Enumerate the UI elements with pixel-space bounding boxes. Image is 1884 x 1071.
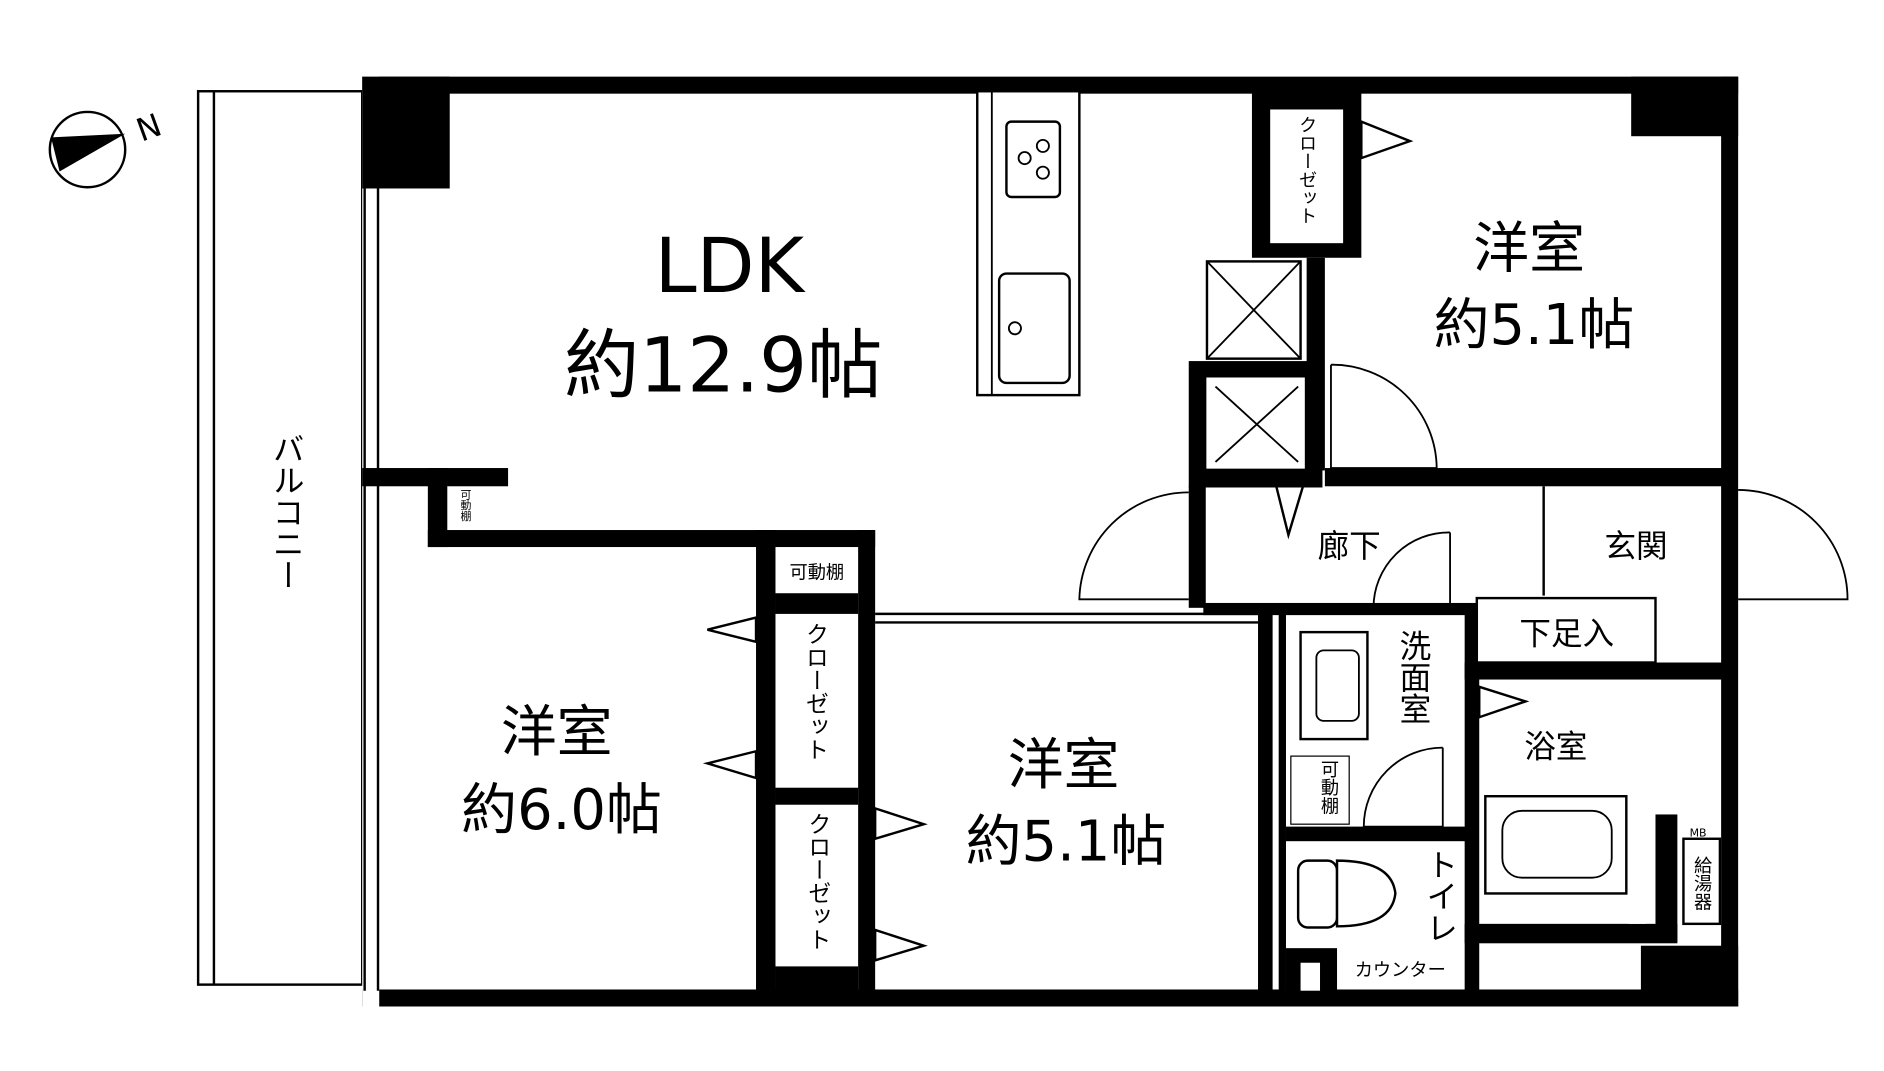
movable-shelf <box>1290 755 1350 825</box>
closet-label-2: クローゼット <box>804 812 831 951</box>
hallway-label: 廊下 <box>1318 529 1381 565</box>
ldk-size: 約12.9帖 <box>564 321 883 409</box>
movable-shelf-label-1: 可動棚 <box>789 563 844 584</box>
doors <box>702 119 1849 962</box>
shoe-storage <box>1475 596 1657 664</box>
outer-walls <box>362 76 1739 1007</box>
movable-shelf-label-3: 可動棚 <box>1318 760 1339 816</box>
washroom-label: 洗面室 <box>1394 630 1430 725</box>
counter-label: カウンター <box>1355 960 1446 981</box>
ldk-name: LDK <box>655 222 806 310</box>
interior-walls <box>362 91 1726 991</box>
water-heater-label: 給湯器 <box>1691 856 1712 911</box>
movable-shelf-label-2: 可動棚 <box>459 489 472 522</box>
entrance-label: 玄関 <box>1604 529 1667 565</box>
western-room-1-size: 約5.1帖 <box>1434 293 1635 358</box>
bathroom-label: 浴室 <box>1524 729 1587 765</box>
mb-label: MB <box>1690 826 1707 839</box>
compass-icon: N <box>48 107 167 189</box>
western-room-3-name: 洋室 <box>501 700 613 765</box>
stove-icon <box>1005 120 1062 199</box>
toilet-icon <box>1296 859 1397 929</box>
closet-label-1: クローゼット <box>801 622 828 761</box>
sink-icon <box>997 272 1071 385</box>
water-heater <box>1682 837 1722 926</box>
balcony-label: バルコニー <box>268 433 304 591</box>
kitchen-counter <box>976 90 1081 397</box>
toilet-label: トイレ <box>1421 848 1457 943</box>
western-room-1-name: 洋室 <box>1473 216 1585 281</box>
closet-label-top: クローゼット <box>1296 116 1317 225</box>
washbasin-icon <box>1299 630 1369 741</box>
western-room-2-name: 洋室 <box>1008 733 1120 798</box>
western-room-3-size: 約6.0帖 <box>461 778 662 843</box>
western-room-2-size: 約5.1帖 <box>966 810 1167 875</box>
compass-north-label: N <box>132 107 167 149</box>
balcony: バルコニー <box>196 90 364 986</box>
shoe-storage-label: 下足入 <box>1519 616 1614 652</box>
